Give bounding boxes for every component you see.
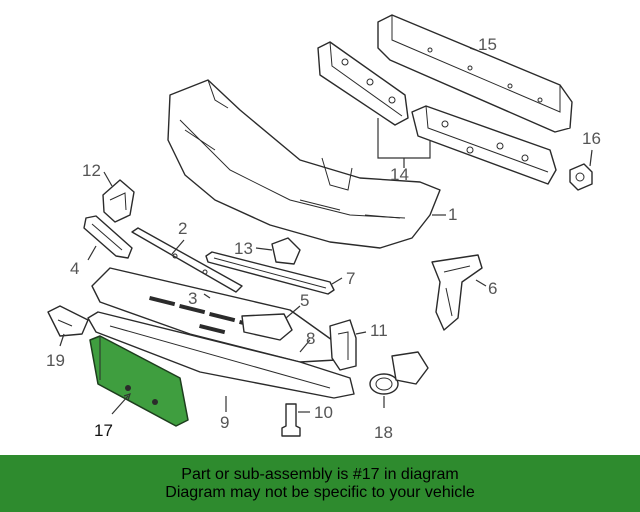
part-14-absorber-right[interactable] — [411, 105, 557, 185]
callout-7: 7 — [346, 269, 355, 288]
callout-4: 4 — [70, 259, 79, 278]
banner-line-2: Diagram may not be specific to your vehi… — [165, 483, 475, 501]
callout-10: 10 — [314, 403, 333, 422]
part-1-bumper-cover[interactable] — [167, 79, 441, 249]
part-14-absorber-left[interactable] — [317, 41, 409, 126]
callout-11: 11 — [370, 321, 388, 340]
callout-5: 5 — [300, 291, 309, 310]
callout-12: 12 — [82, 161, 101, 180]
part-18-parking-sensor[interactable] — [369, 351, 429, 395]
callout-labels: 1 2 3 4 5 6 7 8 9 10 11 12 13 14 15 16 1… — [46, 35, 601, 442]
callout-9: 9 — [220, 413, 229, 432]
part-10-bolt[interactable] — [281, 403, 301, 437]
callout-1: 1 — [448, 205, 457, 224]
part-7-trim-molding[interactable] — [205, 251, 335, 295]
part-19-sensor-housing[interactable] — [47, 305, 89, 337]
part-16-bolt[interactable] — [569, 163, 593, 191]
part-6-side-bracket[interactable] — [431, 254, 483, 331]
part-12-bracket[interactable] — [102, 179, 135, 223]
leader-lines — [59, 47, 593, 415]
banner-line-1: Part or sub-assembly is #17 in diagram — [181, 465, 459, 483]
callout-6: 6 — [488, 279, 497, 298]
callout-13: 13 — [234, 239, 253, 258]
part-info-banner: Part or sub-assembly is #17 in diagram D… — [0, 455, 640, 512]
part-17-license-plate-bracket[interactable] — [89, 335, 189, 427]
part-13-clip[interactable] — [271, 237, 301, 265]
part-4-side-trim[interactable] — [83, 215, 133, 259]
callout-2: 2 — [178, 219, 187, 238]
callout-18: 18 — [374, 423, 393, 442]
callout-14: 14 — [390, 165, 409, 184]
part-15-reinforcement-bar[interactable] — [377, 14, 573, 133]
part-5-cover[interactable] — [241, 313, 293, 341]
callout-8: 8 — [306, 329, 315, 348]
part-9-lower-valance[interactable] — [87, 311, 355, 399]
callout-15: 15 — [478, 35, 497, 54]
callout-3: 3 — [188, 289, 197, 308]
exploded-parts-diagram: 1 2 3 4 5 6 7 8 9 10 11 12 13 14 15 16 1… — [46, 14, 601, 442]
callout-17: 17 — [94, 421, 113, 440]
callout-16: 16 — [582, 129, 601, 148]
part-2-center-bar[interactable] — [131, 227, 243, 293]
part-11-bracket[interactable] — [329, 319, 357, 371]
callout-19: 19 — [46, 351, 65, 370]
